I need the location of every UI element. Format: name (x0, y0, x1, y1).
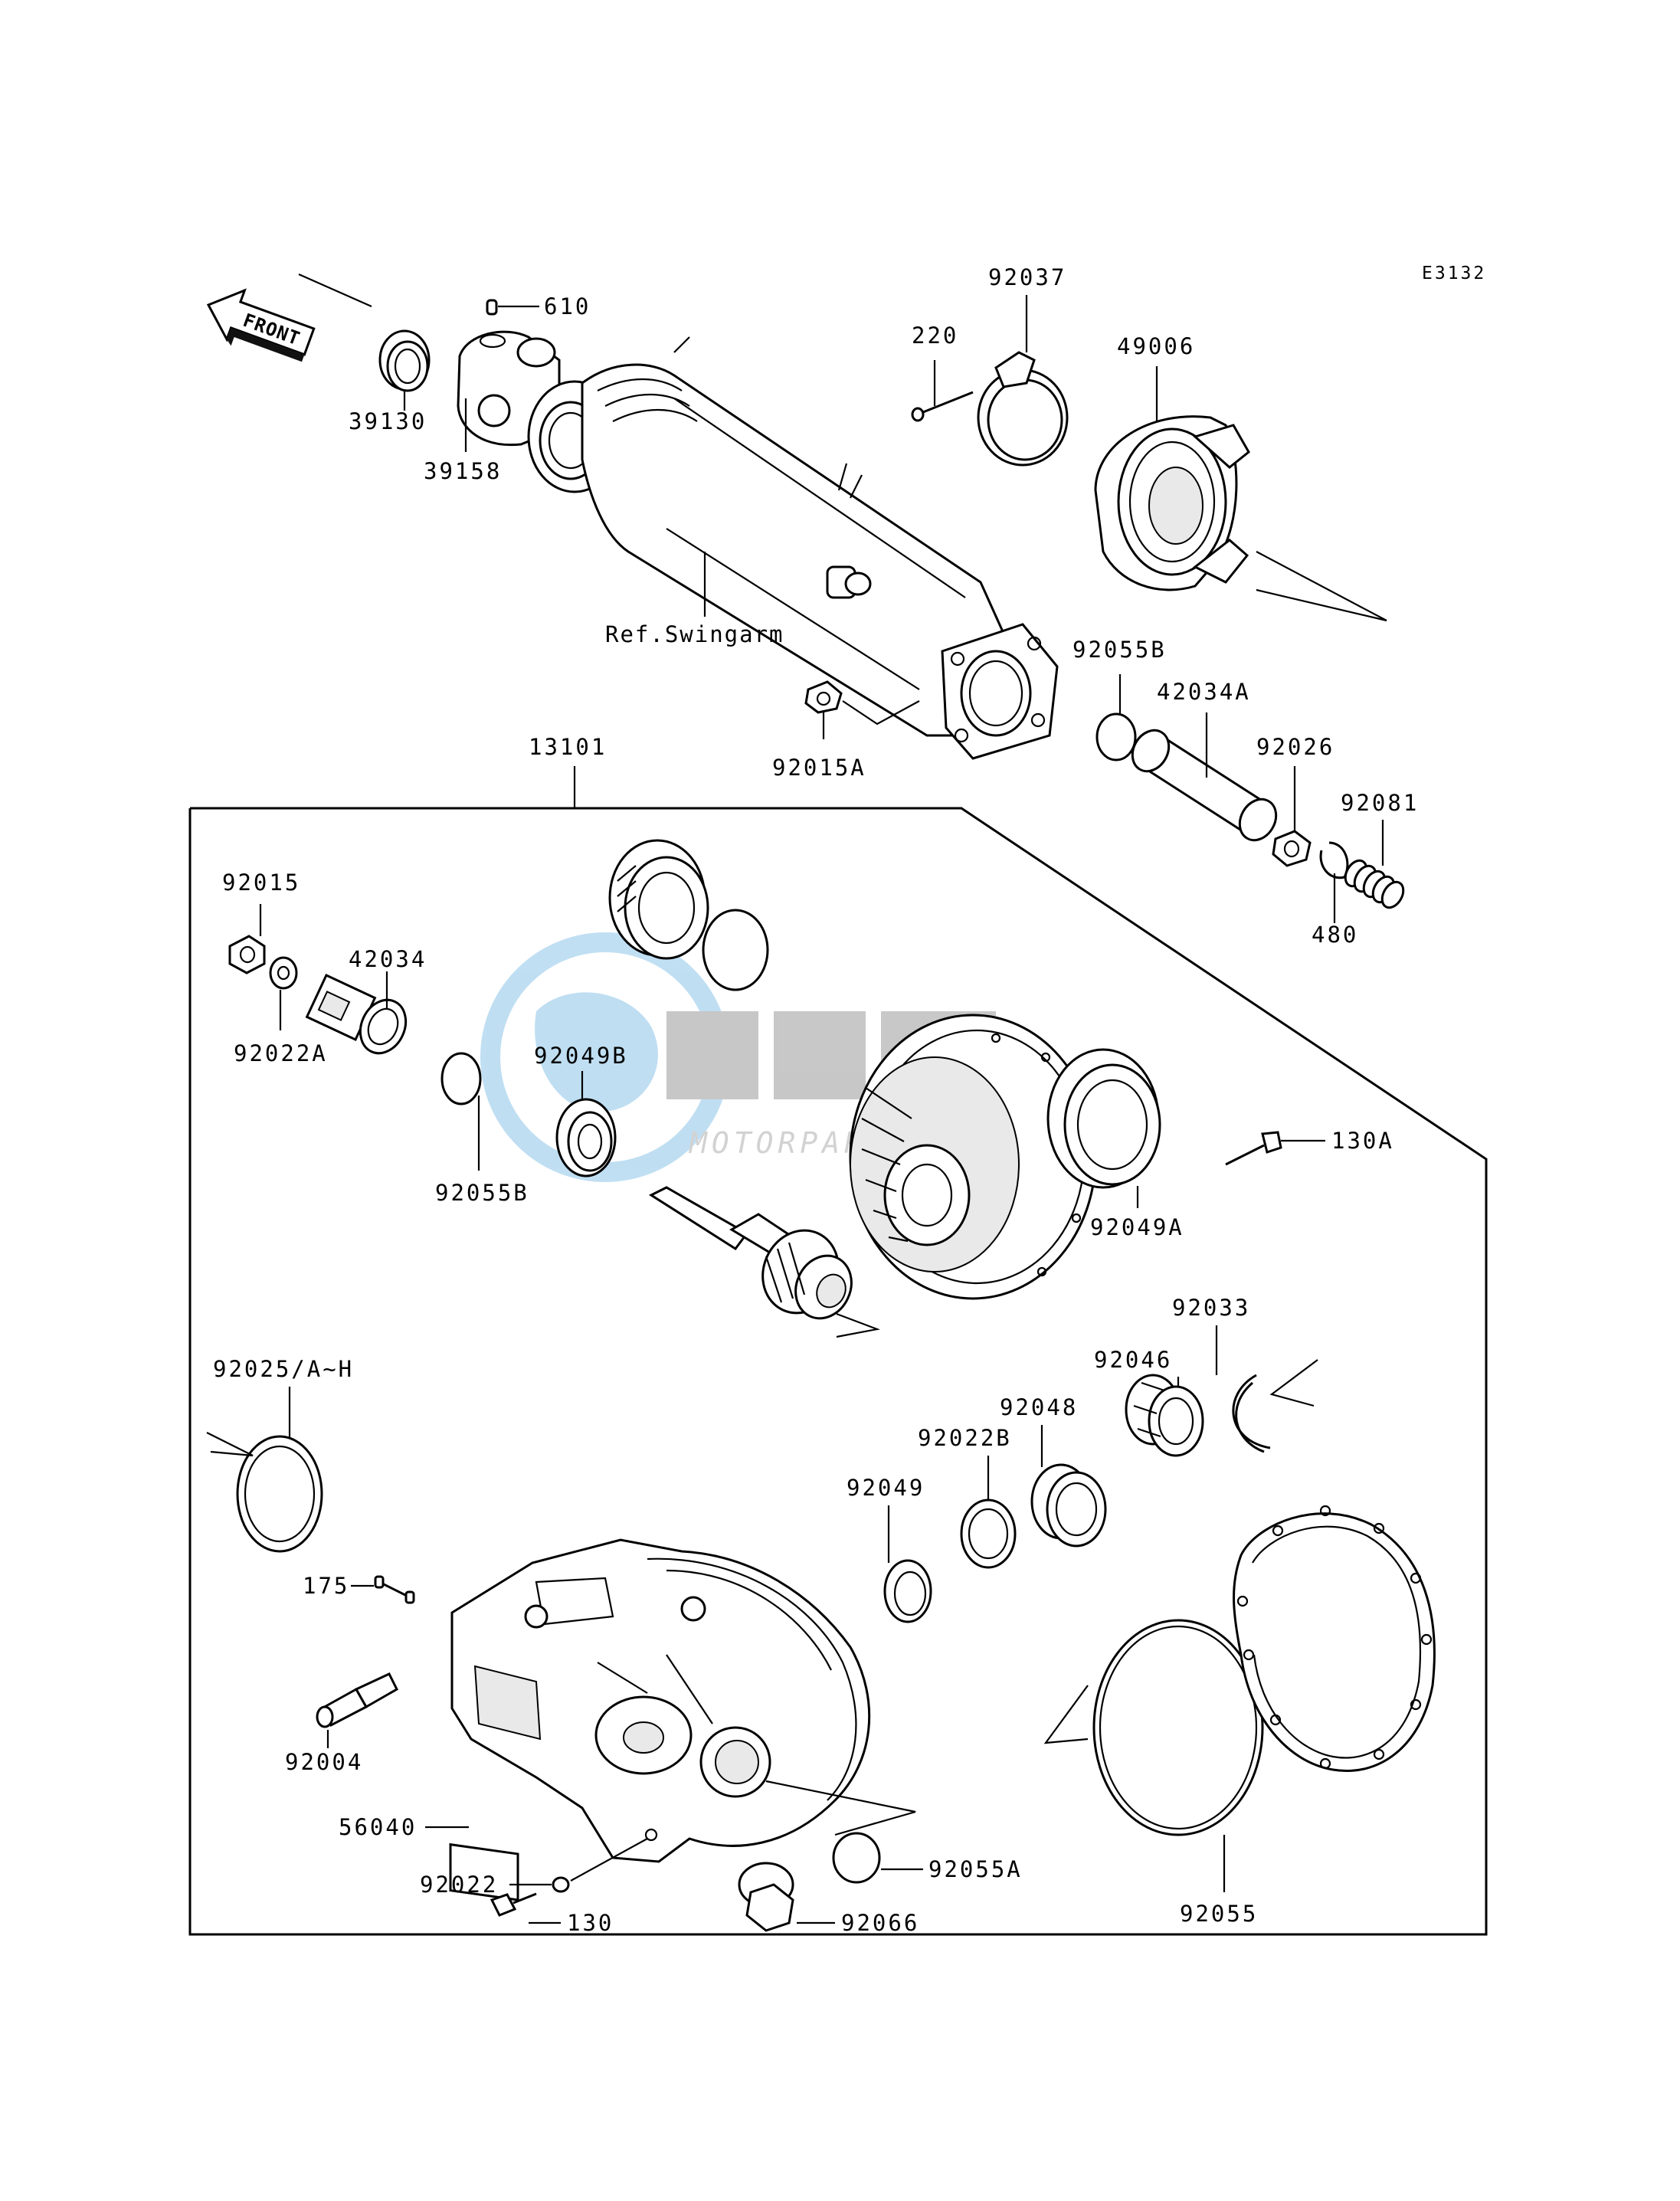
label-130: 130 (567, 1910, 614, 1936)
label-ref-swingarm: Ref.Swingarm (605, 621, 784, 647)
label-92055B-upper: 92055B (1073, 637, 1167, 663)
part-92033-circlip-inner (1232, 1374, 1271, 1449)
label-39158: 39158 (424, 458, 502, 484)
label-92022B: 92022B (918, 1425, 1012, 1451)
view-line-e (765, 1780, 916, 1836)
view-line-f (1043, 1685, 1089, 1744)
part-92055B-oring-upper (1095, 712, 1137, 762)
label-92049: 92049 (847, 1475, 925, 1501)
label-92022: 92022 (420, 1872, 498, 1898)
part-56040-label (449, 1842, 519, 1901)
label-480: 480 (1312, 922, 1358, 948)
label-92025: 92025/A~H (213, 1356, 354, 1382)
part-92026-nut (1272, 830, 1312, 867)
leader-92022-b (570, 1838, 648, 1882)
part-610-pin (486, 299, 498, 316)
label-92037: 92037 (988, 264, 1066, 290)
label-92004: 92004 (285, 1749, 363, 1775)
label-175: 175 (303, 1573, 349, 1599)
part-92081-spring (1344, 859, 1405, 909)
part-92033-circlip (1235, 1381, 1265, 1453)
part-92004-stud (316, 1672, 398, 1728)
swingarm-ref (527, 336, 1059, 760)
part-bearing-housing (608, 839, 709, 960)
part-92015A-nut (804, 680, 843, 714)
part-220-bolt (911, 391, 974, 422)
part-oring-large (702, 909, 769, 991)
part-92046-bearing (1125, 1374, 1204, 1457)
label-92055B: 92055B (435, 1180, 529, 1206)
label-92048: 92048 (1000, 1394, 1078, 1420)
assembly-13101-box (188, 807, 1488, 1936)
front-arrow-icon: FRONT (206, 288, 316, 362)
view-line (298, 273, 372, 308)
part-final-gear-case (450, 1538, 871, 1863)
part-92022B-shim (960, 1498, 1017, 1569)
label-92015A: 92015A (772, 755, 866, 781)
part-92025-shim (236, 1435, 323, 1553)
view-line-c (1269, 1359, 1318, 1407)
part-92022-washer (552, 1876, 570, 1893)
part-92055A-oring (832, 1832, 881, 1884)
part-130A-bolt (1225, 1131, 1282, 1166)
part-92049A-seal (1046, 1048, 1161, 1189)
view-line-b (836, 1312, 881, 1338)
part-39130-ring (378, 329, 431, 392)
label-92033: 92033 (1172, 1295, 1250, 1321)
label-42034: 42034 (349, 946, 427, 972)
leader-92015A-b (842, 700, 920, 725)
part-92022A-washer (269, 956, 298, 990)
label-39130: 39130 (349, 408, 427, 434)
label-56040: 56040 (339, 1814, 417, 1840)
label-130A: 130A (1331, 1128, 1394, 1154)
view-line-d (206, 1432, 254, 1457)
part-175-stud (374, 1575, 415, 1604)
part-pinion-gear (648, 1186, 853, 1320)
label-92049A: 92049A (1090, 1214, 1184, 1240)
part-92037-clamp (977, 351, 1069, 467)
label-220: 220 (912, 323, 958, 349)
diagram-id: E3132 (1422, 264, 1486, 283)
part-92048-bushing (1030, 1463, 1107, 1548)
part-92049-seal (883, 1559, 932, 1623)
part-42034-coupling (305, 974, 408, 1055)
label-92066: 92066 (841, 1910, 919, 1936)
part-92049B-seal (555, 1098, 617, 1177)
label-92022A: 92022A (234, 1040, 328, 1066)
label-92055A: 92055A (928, 1856, 1023, 1882)
part-cover-gasket (1233, 1505, 1436, 1772)
part-92055B-oring (440, 1052, 482, 1105)
label-92049B: 92049B (534, 1043, 628, 1069)
label-92026: 92026 (1256, 734, 1335, 760)
label-92055: 92055 (1180, 1901, 1258, 1927)
part-92015-nut (228, 935, 266, 974)
label-92046: 92046 (1094, 1347, 1172, 1373)
part-92055-oring (1092, 1619, 1264, 1836)
label-92081: 92081 (1341, 790, 1419, 816)
label-610: 610 (544, 293, 591, 319)
part-92066-plug (738, 1862, 794, 1932)
label-42034A: 42034A (1157, 679, 1251, 705)
label-49006: 49006 (1117, 333, 1195, 359)
part-ring-gear (849, 1014, 1097, 1300)
part-130-bolt (490, 1892, 537, 1917)
part-49006-boot (1094, 415, 1387, 622)
label-92015: 92015 (222, 870, 300, 896)
part-42034A-sleeve (1131, 729, 1278, 842)
part-480-circlip (1319, 841, 1349, 879)
label-13101: 13101 (529, 734, 607, 760)
